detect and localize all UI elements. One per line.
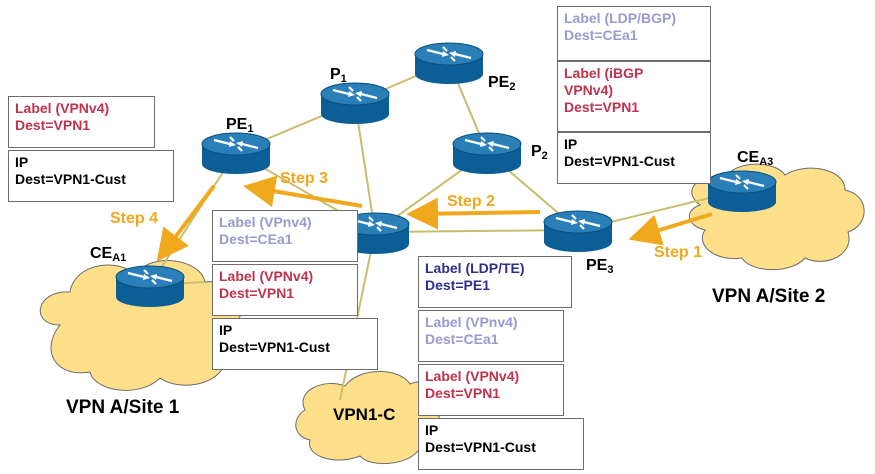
router-icon [319,81,391,126]
label-stack-bottom-ip: IP Dest=VPN1-Cust [418,418,584,470]
router-icon [542,209,614,254]
label-stack-left-vpnv4: Label (VPNv4) Dest=VPN1 [8,96,155,148]
step2-arrow [406,197,541,230]
router-icon [114,264,186,309]
node-label-pe1: PE1 [226,116,254,135]
step3-label: Step 3 [280,170,329,187]
cust-site-label: VPN1-C [333,405,396,424]
node-label-p2: P2 [531,143,548,162]
router-icon [451,131,523,176]
label-stack-right-ip: IP Dest=VPN1-Cust [557,132,711,184]
label-stack-middle-vpnv4-a: Label (VPnv4) Dest=CEa1 [212,210,358,262]
node-label-pe2: PE2 [488,74,516,93]
node-label-p1: P1 [330,66,347,85]
step4-label: Step 4 [110,210,159,227]
label-stack-right-ibgp: Label (iBGP VPNv4) Dest=VPN1 [557,61,711,132]
step2-label: Step 2 [447,193,496,210]
label-stack-bottom-vpnv4-a: Label (VPnv4) Dest=CEa1 [418,310,564,362]
step-arrows [156,175,713,262]
label-stack-middle-vpnv4-b: Label (VPNv4) Dest=VPN1 [212,264,358,316]
router-icon [200,131,272,176]
label-stack-bottom-ldp-te: Label (LDP/TE) Dest=PE1 [418,256,572,308]
step4-arrow [156,184,216,262]
node-label-ce-a3: CEA3 [737,149,774,168]
node-label-pe3: PE3 [586,257,614,276]
step3-arrow [243,175,363,208]
router-icon [413,41,485,86]
link-pe1-cea1 [149,151,237,286]
label-stack-right-ldp-bgp: Label (LDP/BGP) Dest=CEa1 [557,6,711,61]
label-stack-bottom-vpnv4-b: Label (VPNv4) Dest=VPN1 [418,364,564,416]
link-pmid-cust [339,231,376,401]
label-stack-middle-ip: IP Dest=VPN1-Cust [212,318,378,370]
site2-label: VPN A/Site 2 [712,286,826,307]
step1-arrow [628,212,713,246]
label-stack-left-ip: IP Dest=VPN1-Cust [8,150,174,202]
step1-label: Step 1 [654,244,703,261]
router-icon [706,169,778,214]
site1-label: VPN A/Site 1 [66,397,180,418]
node-label-ce-a1: CEA1 [90,245,127,264]
